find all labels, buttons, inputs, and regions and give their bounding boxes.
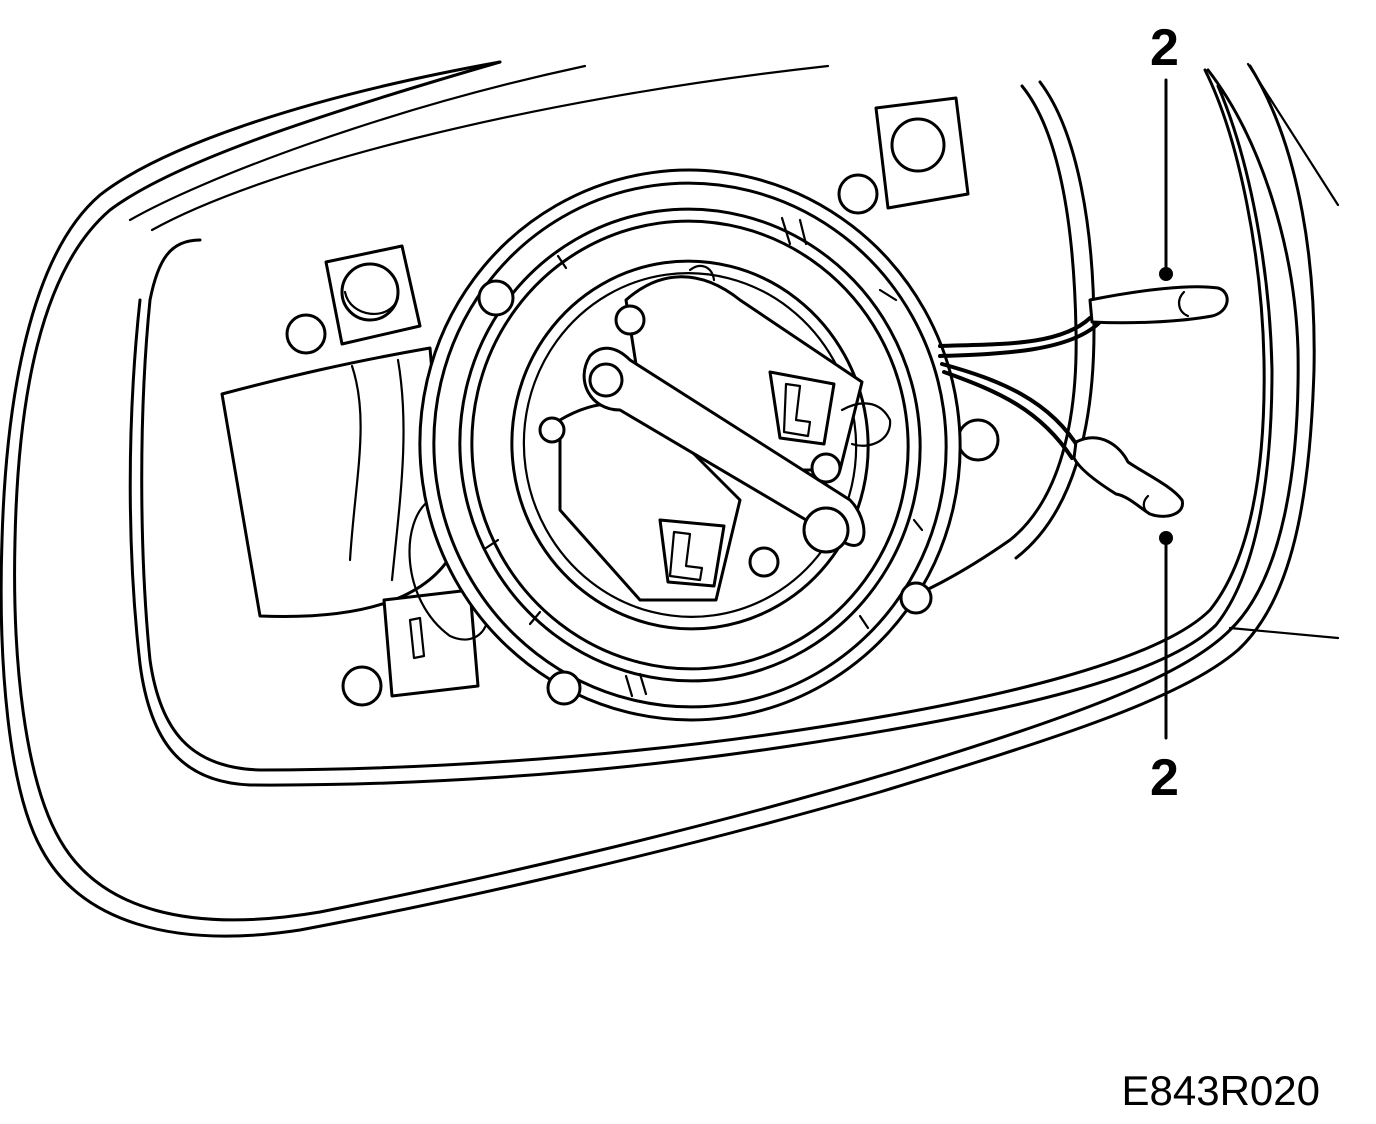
adjuster-mechanism (538, 264, 892, 602)
mounting-tab-upper-left (324, 244, 422, 346)
callout-dot-lower (1159, 531, 1173, 545)
mirror-housing-outline (0, 60, 1340, 938)
callout-dot-upper (1159, 267, 1173, 281)
callout-label-upper: 2 (1150, 19, 1179, 77)
mirror-motor-body (220, 346, 490, 698)
callout-leaders (1159, 78, 1173, 740)
figure-code: E843R020 (1121, 1067, 1321, 1114)
mounting-tab-upper-right (874, 96, 970, 210)
upper-connector-terminal (1088, 285, 1229, 325)
mirror-wires (938, 316, 1102, 460)
lower-connector-terminal (1072, 436, 1184, 518)
callout-label-lower: 2 (1150, 749, 1179, 807)
housing-recess (128, 68, 1274, 787)
